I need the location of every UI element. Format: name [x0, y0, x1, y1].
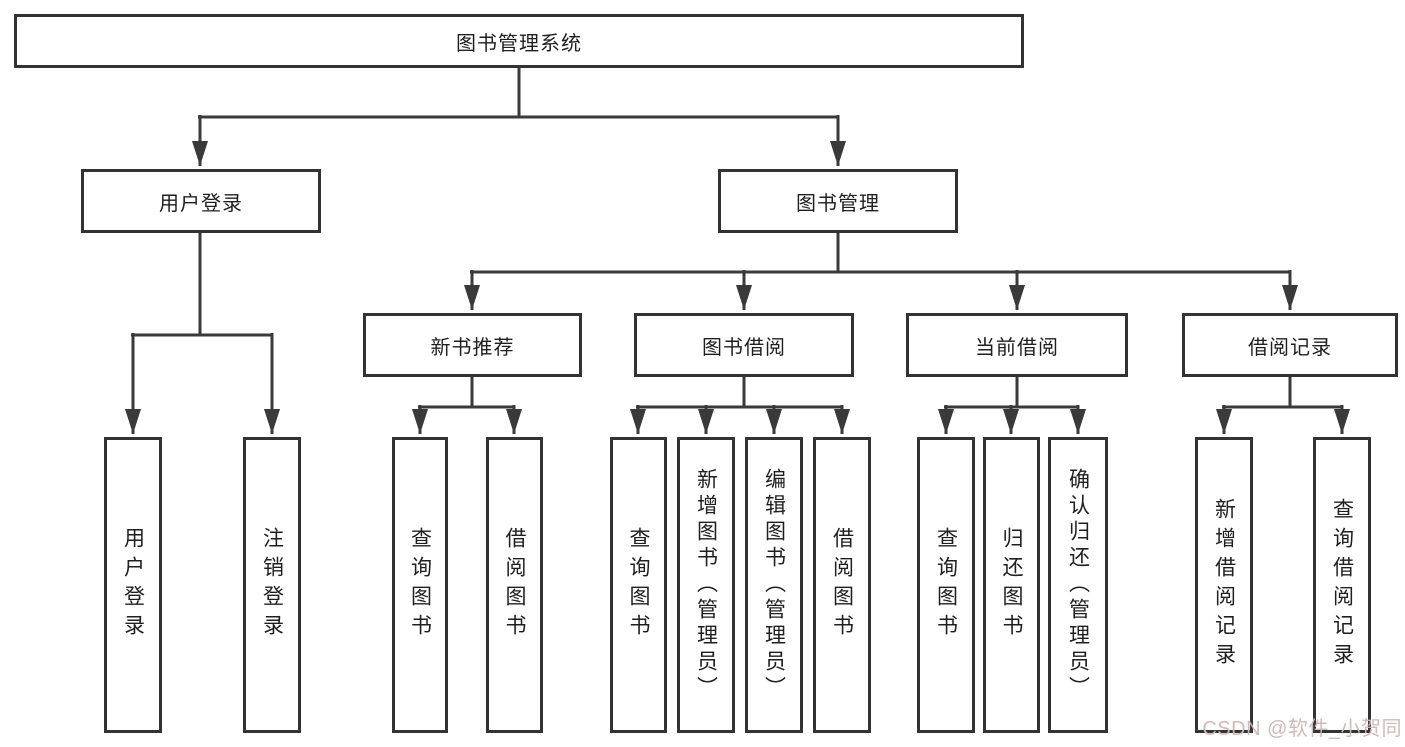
node-add-books-admin: 新增图书（管理员）	[677, 437, 735, 733]
node-book-borrowing: 图书借阅	[634, 313, 854, 377]
node-query-books-current: 查询图书	[917, 437, 975, 733]
node-user-login-leaf: 用户登录	[104, 437, 162, 733]
node-borrow-books-borrowing: 借阅图书	[813, 437, 871, 733]
node-book-management: 图书管理	[718, 169, 958, 233]
node-return-books: 归还图书	[983, 437, 1040, 733]
node-query-books-borrowing: 查询图书	[610, 437, 667, 733]
node-query-borrow-record: 查询借阅记录	[1313, 437, 1371, 733]
node-confirm-return-admin: 确认归还（管理员）	[1048, 437, 1108, 733]
node-edit-books-admin: 编辑图书（管理员）	[745, 437, 803, 733]
node-borrowing-records: 借阅记录	[1182, 313, 1398, 377]
node-new-book-recommend: 新书推荐	[363, 313, 582, 377]
node-logout-leaf: 注销登录	[243, 437, 301, 733]
node-library-management-system: 图书管理系统	[14, 14, 1024, 68]
node-current-borrowing: 当前借阅	[906, 313, 1128, 377]
node-add-borrow-record: 新增借阅记录	[1195, 437, 1253, 733]
node-borrow-books-recommend: 借阅图书	[486, 437, 543, 733]
node-user-login: 用户登录	[81, 169, 321, 233]
node-query-books-recommend: 查询图书	[392, 437, 448, 733]
